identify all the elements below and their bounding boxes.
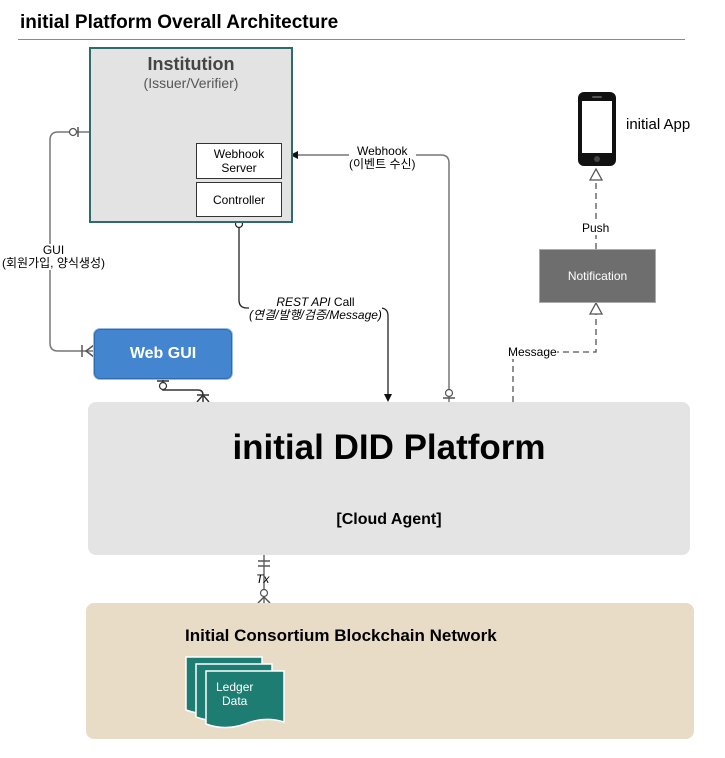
rest-api-label-plain: Call (330, 295, 355, 309)
institution-box: Institution (Issuer/Verifier) Webhook Se… (89, 47, 293, 223)
institution-title: Institution (147, 54, 235, 74)
ledger-label-line1: Ledger (216, 680, 254, 694)
controller-box: Controller (196, 182, 282, 217)
message-edge-label: Message (508, 345, 557, 359)
webhook-label-line1: Webhook (357, 144, 408, 158)
rest-api-label-detail: (연결/발행/검증/Message) (249, 308, 382, 322)
blockchain-title: Initial Consortium Blockchain Network (185, 626, 497, 645)
page-title: initial Platform Overall Architecture (20, 12, 339, 33)
webhook-label-line2: (이벤트 수신) (349, 157, 416, 171)
gui-edge (49, 131, 94, 352)
webhook-edge (298, 154, 450, 402)
did-platform-box: initial DID Platform [Cloud Agent] (88, 402, 690, 555)
app-label: initial App (626, 116, 691, 133)
gui-label-line1: GUI (42, 243, 65, 257)
push-edge-label: Push (582, 221, 610, 235)
notification-box: Notification (539, 249, 656, 303)
rest-api-label-italic: REST API (276, 295, 331, 309)
ledger-data-label: Ledger Data (216, 680, 253, 708)
ledger-label-line2: Data (222, 694, 248, 708)
platform-subtitle: [Cloud Agent] (336, 511, 442, 528)
rest-api-edge-label: REST API Call (연결/발행/검증/Message) (249, 296, 382, 322)
webhook-edge-label: Webhook (이벤트 수신) (349, 145, 416, 171)
webhook-server-label-line1: Webhook (213, 147, 265, 161)
web-gui-box: Web GUI (94, 329, 232, 379)
tx-edge-label: Tx (256, 572, 270, 586)
gui-label-line2: (회원가입, 양식생성) (2, 256, 105, 270)
webhook-server-box: Webhook Server (196, 143, 282, 179)
webhook-server-label-line2: Server (221, 161, 257, 175)
gui-edge-label: GUI (회원가입, 양식생성) (2, 244, 105, 270)
title-divider (18, 39, 685, 40)
institution-subtitle: (Issuer/Verifier) (143, 75, 239, 91)
platform-title: initial DID Platform (232, 428, 546, 467)
